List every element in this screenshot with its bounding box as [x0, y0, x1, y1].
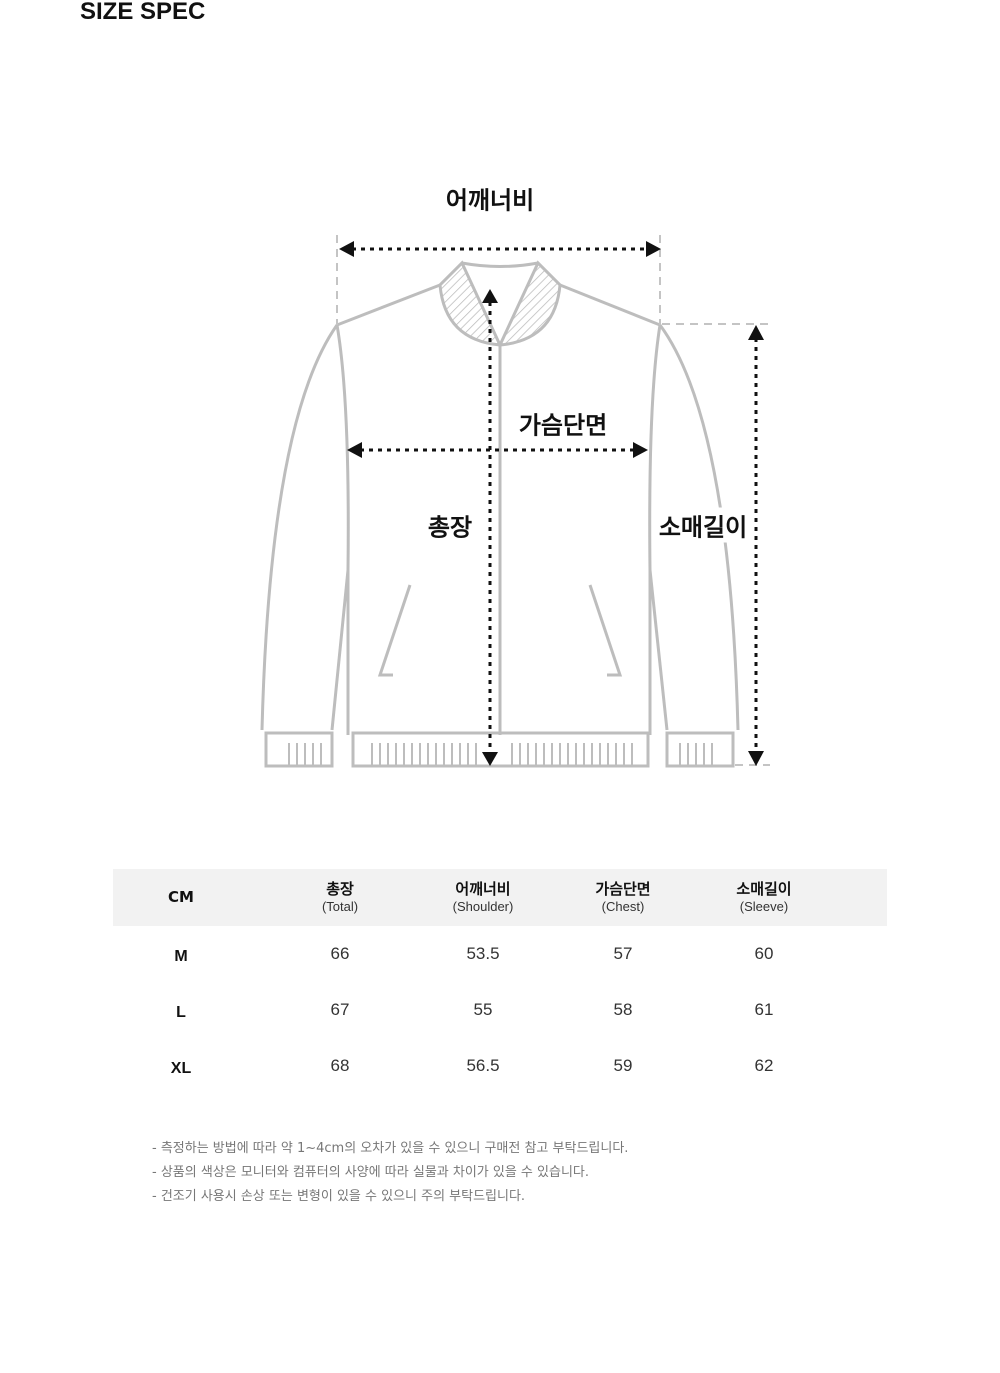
notes: - 측정하는 방법에 따라 약 1~4cm의 오차가 있을 수 있으니 구매전 …: [152, 1137, 628, 1209]
page-title: SIZE SPEC: [80, 0, 206, 25]
note: - 건조기 사용시 손상 또는 변형이 있을 수 있으니 주의 부탁드립니다.: [152, 1189, 526, 1204]
jacket-outline: [260, 260, 740, 768]
rib-lines: [288, 743, 713, 766]
table-cell: 67: [330, 1000, 350, 1019]
table-cell: 61: [754, 1000, 774, 1019]
size-table: CM 총장 (Total) 어깨너비 (Shoulder) 가슴단면 (Ches…: [113, 869, 887, 1094]
column-ko: 어깨너비: [455, 880, 511, 898]
table-cell: 53.5: [466, 944, 500, 963]
note: - 상품의 색상은 모니터와 컴퓨터의 사양에 따라 실물과 차이가 있을 수 …: [152, 1165, 589, 1180]
table-row: XL 68 56.5 59 62: [113, 1038, 887, 1094]
table-cell: 60: [754, 944, 774, 963]
table-cell: 68: [330, 1056, 350, 1075]
column-header-total: 총장 (Total): [322, 878, 358, 914]
column-en: (Chest): [601, 899, 645, 914]
column-header-sleeve: 소매길이 (Sleeve): [736, 878, 791, 914]
column-en: (Sleeve): [739, 899, 789, 914]
size-label: XL: [170, 1060, 192, 1077]
size-label: M: [174, 948, 188, 965]
measure-lines: [352, 247, 758, 752]
table-header: CM 총장 (Total) 어깨너비 (Shoulder) 가슴단면 (Ches…: [113, 869, 887, 926]
guide-lines: [336, 235, 770, 766]
table-cell: 66: [330, 944, 350, 963]
column-ko: 가슴단면: [595, 880, 651, 898]
sleeve-label: 소매길이: [658, 507, 748, 543]
table-cell: 55: [473, 1000, 493, 1019]
column-ko: 총장: [326, 880, 354, 898]
table-cell: 57: [613, 944, 633, 963]
table-cell: 58: [613, 1000, 633, 1019]
table-row: M 66 53.5 57 60: [113, 926, 887, 982]
chest-label: 가슴단면: [518, 411, 608, 440]
size-label: L: [176, 1004, 186, 1021]
column-header-shoulder: 어깨너비 (Shoulder): [453, 878, 514, 914]
column-ko: 소매길이: [736, 880, 792, 898]
column-header-chest: 가슴단면 (Chest): [595, 878, 650, 914]
arrowheads: [339, 241, 764, 766]
unit-header: CM: [168, 888, 194, 906]
total-length-label: 총장: [427, 513, 473, 542]
note: - 측정하는 방법에 따라 약 1~4cm의 오차가 있을 수 있으니 구매전 …: [152, 1141, 629, 1156]
shoulder-label: 어깨너비: [445, 186, 535, 215]
table-cell: 62: [754, 1056, 774, 1075]
table-cell: 56.5: [466, 1056, 500, 1075]
table-cell: 59: [613, 1056, 633, 1075]
jacket-diagram: [260, 235, 770, 768]
column-en: (Total): [321, 899, 359, 914]
table-row: L 67 55 58 61: [113, 982, 887, 1038]
column-en: (Shoulder): [452, 899, 514, 914]
